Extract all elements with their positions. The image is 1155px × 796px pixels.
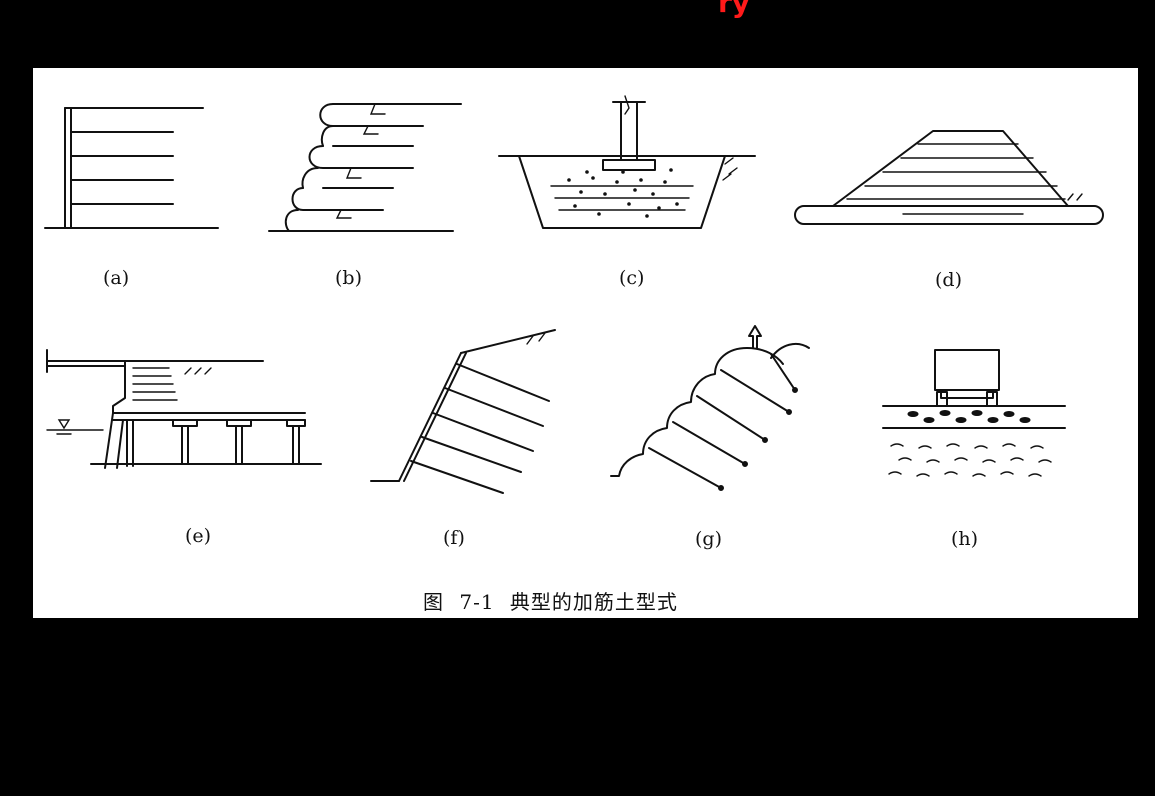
label-panel-e: (e): [185, 525, 212, 547]
label-panel-a: (a): [103, 267, 130, 289]
diagram-b-wrapped-face-wall: [268, 103, 462, 232]
diagram-a-retaining-wall: [44, 107, 219, 229]
figure-panel: (a) (b) (c) (d) (e) (f) (g) (h) 图 7-1 典型…: [33, 68, 1138, 618]
diagram-d-reinforced-embankment: [794, 130, 1104, 225]
label-panel-h: (h): [951, 528, 979, 550]
header-text-fragment: ry: [718, 0, 751, 19]
diagram-c-footing-on-reinforced-fill: [498, 95, 756, 229]
diagram-g-anchored-slope: [610, 325, 810, 491]
label-panel-c: (c): [619, 267, 645, 289]
label-panel-b: (b): [335, 267, 362, 289]
reinforced-earth-diagrams: [44, 95, 1104, 494]
diagram-h-reinforced-road-base: [882, 349, 1066, 477]
label-panel-d: (d): [935, 269, 962, 291]
figure-caption: 图 7-1 典型的加筋土型式: [423, 590, 678, 614]
label-panel-g: (g): [695, 528, 722, 550]
label-panel-f: (f): [443, 527, 465, 549]
diagram-f-soil-nailed-slope: [370, 329, 556, 494]
diagram-e-quay-wall-on-piles: [46, 349, 322, 469]
